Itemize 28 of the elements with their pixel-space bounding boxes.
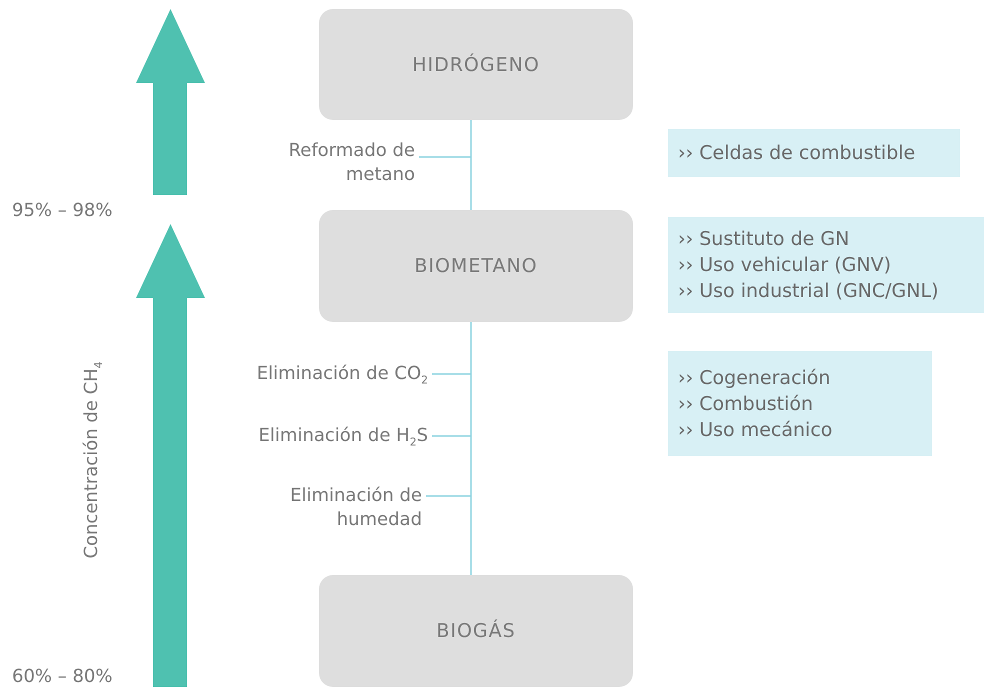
application-box [668, 217, 984, 313]
list-item: ›› Sustituto de GN [678, 227, 850, 252]
process-step-label: Reformado de metano [240, 137, 415, 189]
process-step-label: Eliminación de humedad [240, 482, 422, 534]
application-box [668, 129, 960, 177]
list-item: ›› Cogeneración [678, 366, 832, 390]
stage-box [319, 575, 633, 687]
list-item: ›› Uso vehicular (GNV) [678, 253, 892, 278]
stage-box [319, 210, 633, 322]
list-item: ›› Uso mecánico [678, 418, 834, 442]
range-label: 60% – 80% [12, 666, 112, 687]
process-step-label: Eliminación de H$_{2}$S [200, 422, 428, 450]
connector-line [470, 322, 472, 575]
leader-line [432, 373, 471, 375]
range-label: 95% – 98% [12, 200, 112, 221]
list-item: ›› Combustión [678, 392, 814, 416]
stage-label: BIOMETANO [414, 255, 538, 277]
stage-label: BIOGÁS [436, 620, 516, 642]
list-item: ›› Celdas de combustible [678, 141, 916, 166]
leader-line [419, 156, 471, 158]
list-item: ›› Uso industrial (GNC/GNL) [678, 279, 940, 304]
stage-label: HIDRÓGENO [412, 54, 540, 76]
connector-line [470, 120, 472, 210]
application-box [668, 351, 932, 456]
process-step-label: Eliminación de CO$_{2}$ [200, 360, 428, 388]
stage-box [319, 9, 633, 120]
leader-line [432, 435, 471, 437]
leader-line [426, 495, 471, 497]
